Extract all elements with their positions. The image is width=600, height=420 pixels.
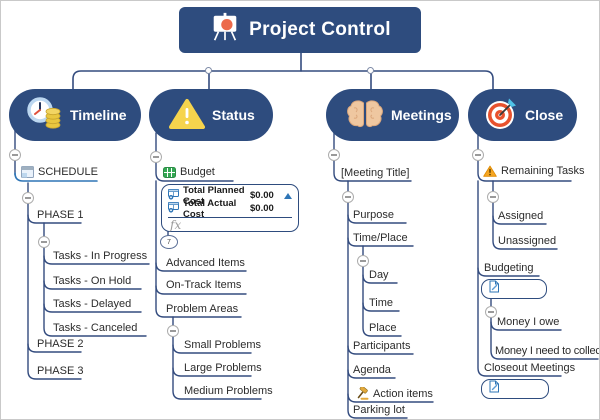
topic-closeout-meetings[interactable]: Closeout Meetings [484,362,576,374]
gavel-icon [356,387,369,400]
branch-meetings[interactable]: Meetings [326,89,459,141]
budget-row-actual[interactable]: Total Actual Cost $0.00 [168,198,292,220]
bus-collapse-toggle[interactable] [367,67,374,74]
topic-purpose[interactable]: Purpose [353,209,394,221]
collapse-toggle-time-place[interactable] [357,255,369,267]
topic-advanced-items[interactable]: Advanced Items [166,257,245,269]
target-dart-icon [484,97,518,134]
topic-tasks-in-progress[interactable]: Tasks - In Progress [53,250,148,262]
spreadsheet-icon [163,166,176,178]
topic-phase-2[interactable]: PHASE 2 [37,338,84,350]
collapse-toggle-remaining[interactable] [487,191,499,203]
topic-place[interactable]: Place [369,322,397,334]
calculation-icon [168,201,179,216]
collapse-toggle-problems[interactable] [167,325,179,337]
collapse-toggle-timeline[interactable] [9,149,21,161]
topic-problem-areas[interactable]: Problem Areas [166,303,239,315]
branch-label: Meetings [391,107,452,123]
topic-tasks-on-hold[interactable]: Tasks - On Hold [53,275,132,287]
collapse-toggle-phases[interactable] [22,192,34,204]
table-divider [168,217,292,218]
topic-unassigned[interactable]: Unassigned [498,235,557,247]
formula-field[interactable]: fx [170,218,182,232]
warning-triangle-icon [169,98,205,133]
topic-on-track-items[interactable]: On-Track Items [166,279,242,291]
branch-close[interactable]: Close [468,89,577,141]
topic-remaining-tasks[interactable]: Remaining Tasks [483,165,585,177]
branch-timeline[interactable]: Timeline [9,89,141,141]
branch-label: Timeline [70,107,127,123]
root-title: Project Control [249,19,391,40]
topic-time[interactable]: Time [369,297,394,309]
warning-small-icon [483,165,497,177]
branch-label: Close [525,107,564,123]
topic-parking-lot[interactable]: Parking lot [353,404,405,416]
topic-budget[interactable]: Budget [163,166,215,178]
collapse-toggle-meetings[interactable] [328,149,340,161]
collapsed-count-badge[interactable]: 7 [160,235,178,249]
collapse-toggle-status[interactable] [150,151,162,163]
root-topic[interactable]: Project Control [179,7,421,53]
collapse-toggle-tasks[interactable] [38,236,50,248]
brain-icon [346,98,384,133]
topic-tasks-delayed[interactable]: Tasks - Delayed [53,298,132,310]
branch-status[interactable]: Status [149,89,273,141]
clock-coins-icon [27,96,63,134]
topic-participants[interactable]: Participants [353,340,411,352]
collapse-table-arrow[interactable] [284,192,292,199]
bus-collapse-toggle[interactable] [205,67,212,74]
topic-budgeting[interactable]: Budgeting [484,262,534,274]
calculation-icon [168,188,179,203]
topic-money-i-need-to-collect[interactable]: Money I need to collect [495,345,600,357]
topic-meeting-title[interactable]: [Meeting Title] [341,167,410,179]
document-pen-icon [488,380,500,398]
topic-day[interactable]: Day [369,269,389,281]
branch-label: Status [212,107,255,123]
budget-property-table: Total Planned Cost $0.00 Total Actual Co… [161,184,299,232]
topic-medium-problems[interactable]: Medium Problems [184,385,273,397]
document-pen-icon [488,280,500,298]
topic-action-items[interactable]: Action items [356,387,433,400]
topic-agenda[interactable]: Agenda [353,364,391,376]
closeout-note-box[interactable] [481,379,549,399]
topic-money-i-owe[interactable]: Money I owe [497,316,560,328]
topic-phase-1[interactable]: PHASE 1 [37,209,84,221]
presentation-easel-icon [209,11,241,49]
topic-large-problems[interactable]: Large Problems [184,362,262,374]
topic-time-place[interactable]: Time/Place [353,232,408,244]
topic-assigned[interactable]: Assigned [498,210,544,222]
budget-row-planned[interactable]: Total Planned Cost $0.00 [168,185,292,207]
collapse-toggle-close[interactable] [472,149,484,161]
topic-small-problems[interactable]: Small Problems [184,339,262,351]
budgeting-note-box[interactable] [481,279,547,299]
topic-phase-3[interactable]: PHASE 3 [37,365,84,377]
collapse-toggle-meeting-items[interactable] [342,191,354,203]
topic-schedule[interactable]: SCHEDULE [21,166,98,178]
collapse-toggle-money[interactable] [485,306,497,318]
calendar-icon [21,166,34,178]
topic-tasks-canceled[interactable]: Tasks - Canceled [53,322,138,334]
